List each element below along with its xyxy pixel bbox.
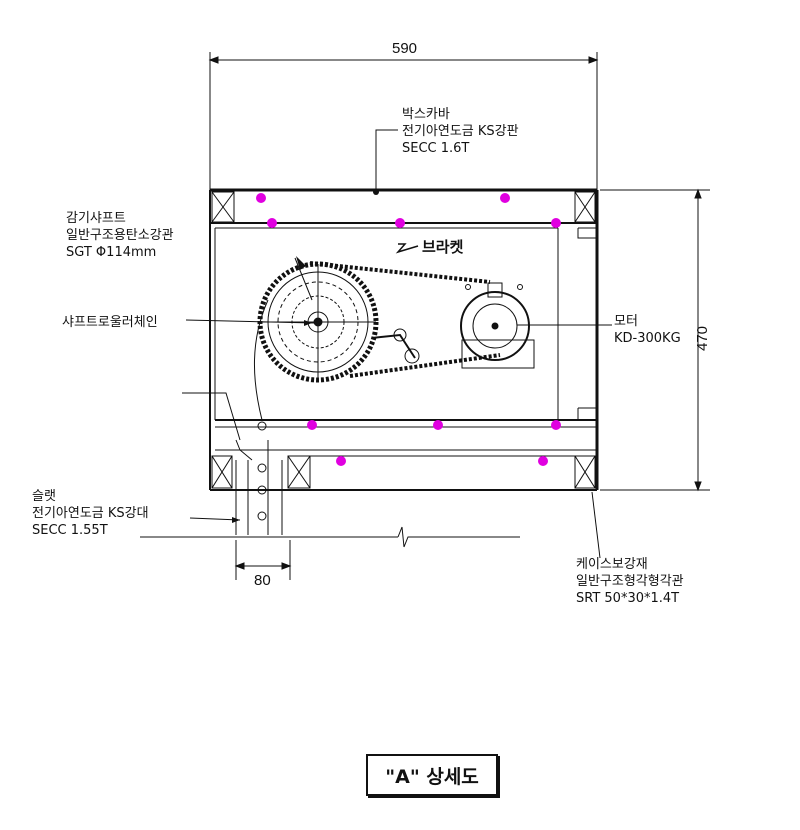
leader-lines xyxy=(185,129,612,559)
roller-chain xyxy=(309,261,501,378)
box-cover-label: 박스카바 전기아연도금 KS강판 SECC 1.6T xyxy=(402,107,519,156)
case-reinforcement-label: 케이스보강재 일반구조형각형각관 SRT 50*30*1.4T xyxy=(576,557,684,606)
width-dimension-label: 590 xyxy=(392,40,418,57)
height-dimension-line xyxy=(600,188,710,492)
motor-label: 모터 KD-300KG xyxy=(614,314,681,346)
bracket-label: 브라켓 xyxy=(422,238,464,256)
fastener-markers xyxy=(256,193,561,466)
height-dimension-label: 470 xyxy=(694,325,712,352)
corner-reinforcements xyxy=(211,191,596,489)
motor-unit xyxy=(460,282,535,369)
slat-width-label: 80 xyxy=(254,572,271,589)
width-dimension-line xyxy=(208,52,599,190)
drawing-title: "A" 상세도 xyxy=(366,754,498,796)
slat-label: 슬랫 전기아연도금 KS강대 SECC 1.55T xyxy=(32,489,149,538)
slat-guide xyxy=(140,299,520,580)
shaft-roller-chain-label: 샤프트로울러체인 xyxy=(62,315,158,330)
winding-shaft-label: 감기샤프트 일반구조용탄소강관 SGT Φ114mm xyxy=(66,211,174,260)
